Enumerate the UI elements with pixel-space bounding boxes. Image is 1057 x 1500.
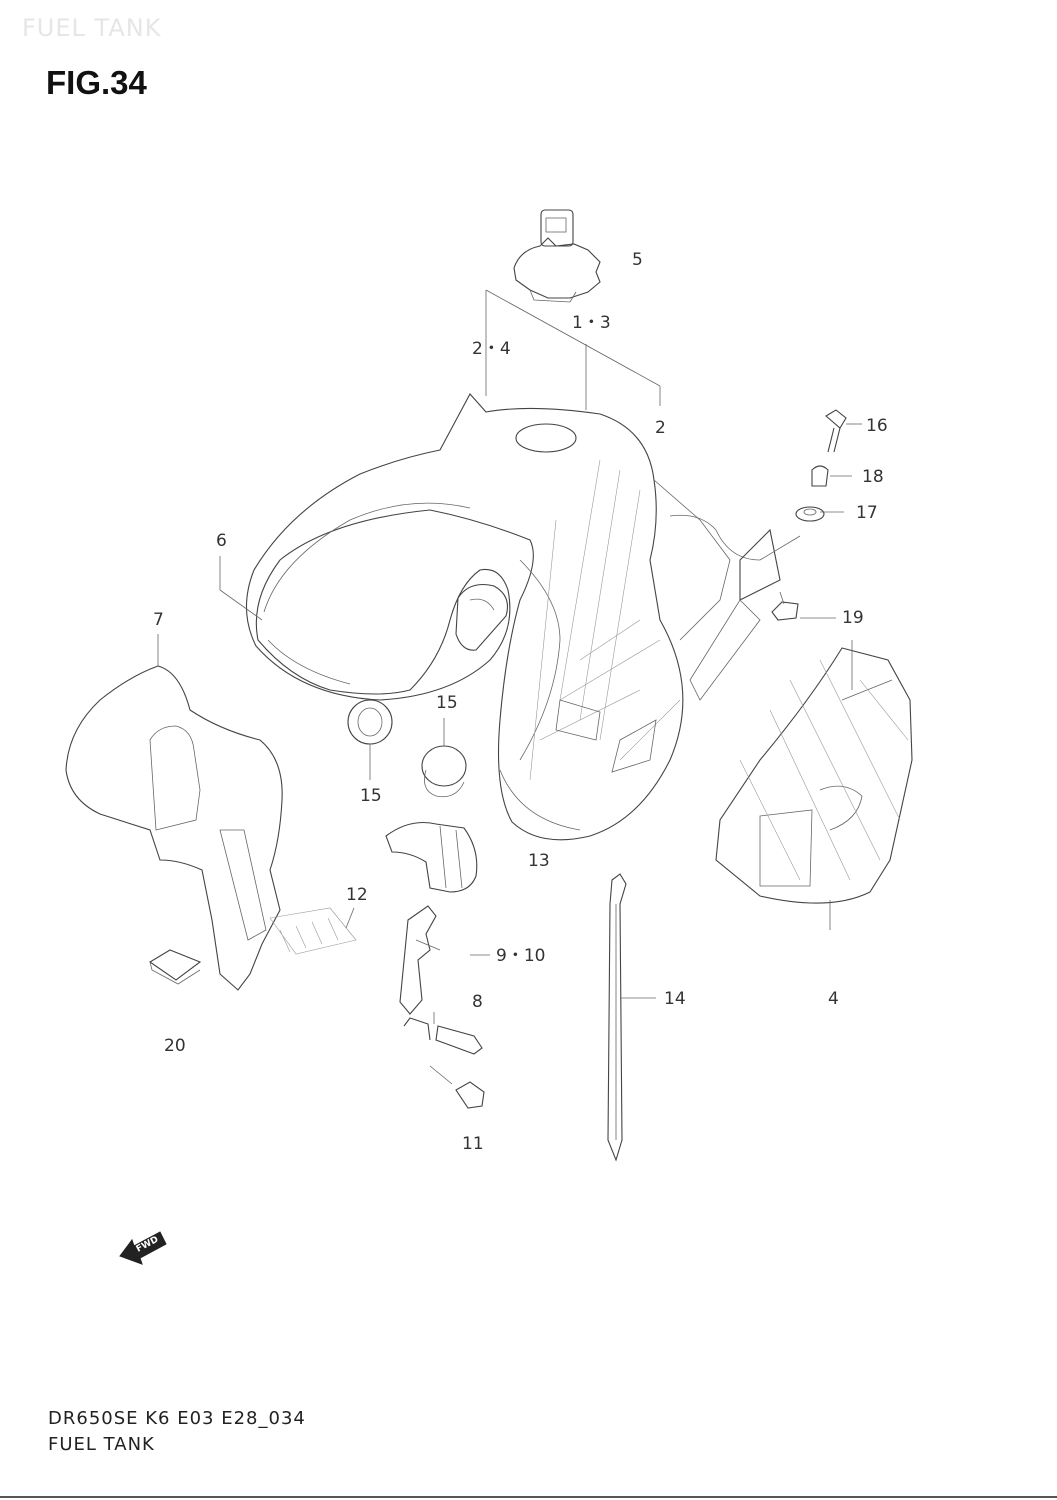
callout-14: 14 [664, 989, 686, 1009]
callout-4: 4 [828, 989, 839, 1009]
figure-title: FIG.34 [46, 64, 147, 101]
callout-20: 20 [164, 1036, 186, 1056]
callout-2: 2 [655, 418, 666, 438]
callout-2-4: 2・4 [472, 339, 511, 359]
callout-12: 12 [346, 885, 368, 905]
callout-15-b: 15 [360, 786, 382, 806]
callout-8: 8 [472, 992, 483, 1012]
bracket-leaders-tank [485, 289, 661, 410]
part-cushion-13 [385, 821, 478, 893]
part-left-shroud [65, 665, 357, 991]
diagram-code: DR650SE K6 E03 E28_034 [48, 1408, 306, 1429]
callout-19: 19 [842, 608, 864, 628]
callout-9-10: 9・10 [496, 946, 545, 966]
callout-18: 18 [862, 467, 884, 487]
part-bracket-bolts [399, 905, 490, 1109]
callout-15-a: 15 [436, 693, 458, 713]
fwd-arrow-icon: FWD [119, 1231, 167, 1265]
watermark-text: FUEL TANK [22, 14, 162, 42]
callout-1-3: 1・3 [572, 313, 611, 333]
bottom-divider [0, 1496, 1057, 1498]
part-grommets-15 [347, 699, 467, 798]
callout-13: 13 [528, 851, 550, 871]
callout-7: 7 [153, 610, 164, 630]
diagram-name: FUEL TANK [48, 1434, 155, 1455]
part-fuel-tank [245, 393, 781, 841]
callout-17: 17 [856, 503, 878, 523]
part-label-20 [148, 949, 202, 985]
callout-6: 6 [216, 531, 227, 551]
part-strap-14 [607, 873, 656, 1162]
callout-leaders [157, 423, 862, 1024]
part-right-shroud [715, 640, 913, 930]
callout-5: 5 [632, 250, 643, 270]
callout-11: 11 [462, 1134, 484, 1154]
callout-16: 16 [866, 416, 888, 436]
part-bolt-set-16-17-18-19 [771, 409, 847, 621]
part-fuel-cap [513, 209, 601, 303]
